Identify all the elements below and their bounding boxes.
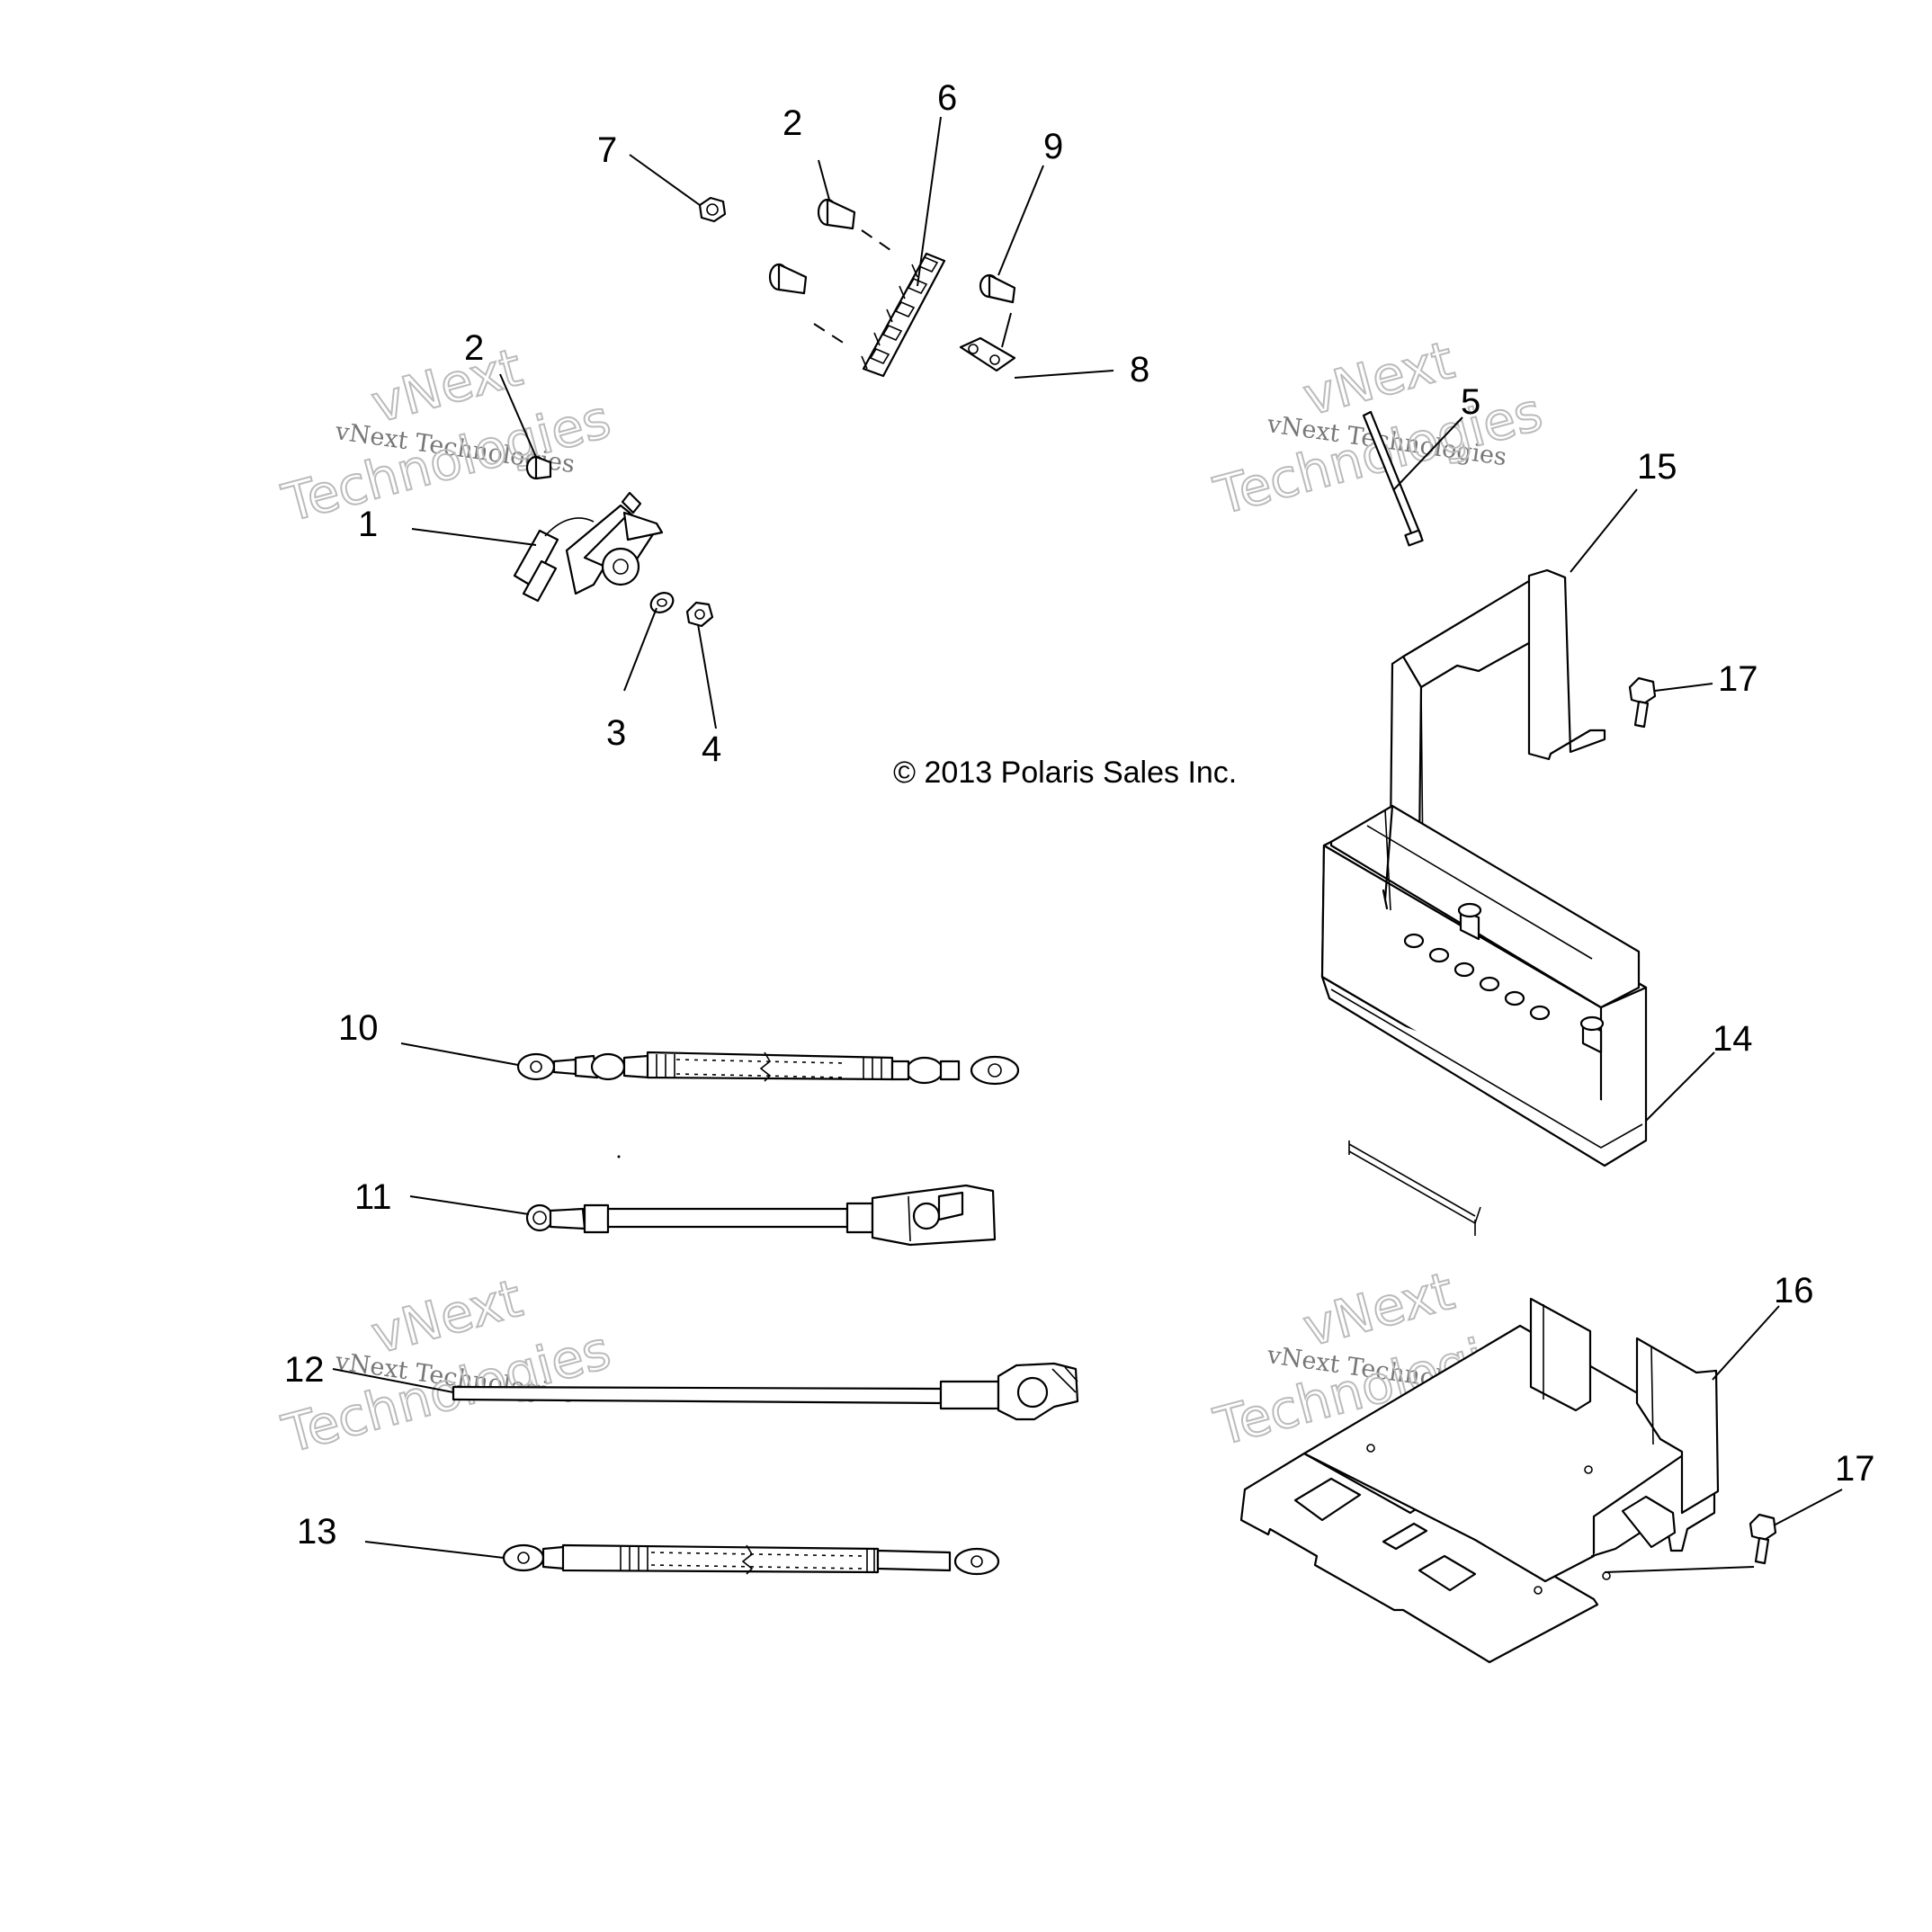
part-13-cable: [502, 1543, 1000, 1576]
callout-17: 17: [1718, 659, 1758, 699]
part-17-bolt-lower: [1749, 1513, 1777, 1565]
callout-16: 16: [1774, 1271, 1814, 1310]
callout-9: 9: [1043, 127, 1063, 166]
watermark-3: vNext Technologies vNext Technologies: [275, 1266, 617, 1466]
callout-11: 11: [354, 1177, 392, 1217]
callout-14: 14: [1713, 1019, 1753, 1059]
part-2-bolt-middle: [768, 263, 848, 346]
watermark-1: vNext Technologies vNext Technologies: [275, 335, 617, 535]
part-1-relay: [513, 491, 664, 603]
copyright-text: © 2013 Polaris Sales Inc.: [893, 756, 1237, 790]
part-17-bolt-upper: [1628, 676, 1657, 729]
callout-10: 10: [338, 1008, 379, 1048]
callout-labels: 1 2 2 3 4 5 6 7 8 9 10 11 12 13 14 15 16…: [284, 78, 1875, 1552]
part-8-clip: [959, 336, 1016, 372]
part-10-cable: [516, 1051, 1020, 1086]
part-2-bolt-left: [525, 455, 552, 480]
callout-2: 2: [464, 328, 484, 368]
callout-2: 2: [783, 103, 802, 143]
part-7-nut: [698, 196, 727, 223]
part-12-cable: [452, 1362, 1079, 1421]
callout-7: 7: [597, 130, 617, 170]
part-3-washer: [649, 592, 675, 613]
leader-lines: [332, 116, 1843, 1573]
callout-6: 6: [937, 78, 957, 118]
callout-12: 12: [284, 1350, 325, 1390]
part-9-bolt: [979, 273, 1016, 348]
callout-4: 4: [702, 729, 721, 769]
callout-17: 17: [1835, 1449, 1875, 1489]
part-4-nut: [685, 601, 714, 628]
callout-3: 3: [606, 713, 626, 753]
part-15-bracket: [1389, 568, 1606, 868]
part-5-cable-tie: [1362, 410, 1424, 547]
callout-15: 15: [1637, 447, 1677, 487]
part-2-bolt-top: [817, 198, 891, 251]
callout-5: 5: [1461, 382, 1480, 422]
part-16-battery-tray: [1239, 1297, 1720, 1664]
part-14-battery: [1320, 804, 1648, 1236]
callout-8: 8: [1130, 350, 1149, 389]
part-6-terminal-block: [861, 252, 946, 378]
stray-dot: [617, 1155, 621, 1158]
callout-13: 13: [297, 1512, 337, 1552]
part-11-cable: [525, 1184, 997, 1247]
callout-1: 1: [358, 505, 378, 544]
